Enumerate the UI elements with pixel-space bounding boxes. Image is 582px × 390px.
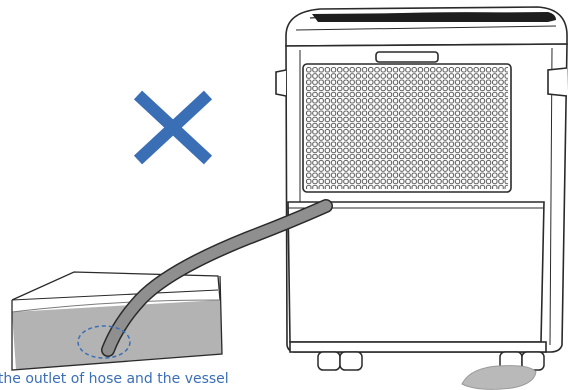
instruction-caption: en the outlet of hose and the vessel	[0, 368, 400, 390]
instruction-caption-text: en the outlet of hose and the vessel	[0, 371, 229, 387]
water-tank	[287, 201, 545, 343]
caster-wheels	[317, 351, 545, 371]
cross-icon	[133, 90, 213, 165]
submerged-outlet-marker	[77, 325, 131, 359]
grille-holes	[306, 67, 508, 189]
water-puddle	[461, 365, 537, 390]
